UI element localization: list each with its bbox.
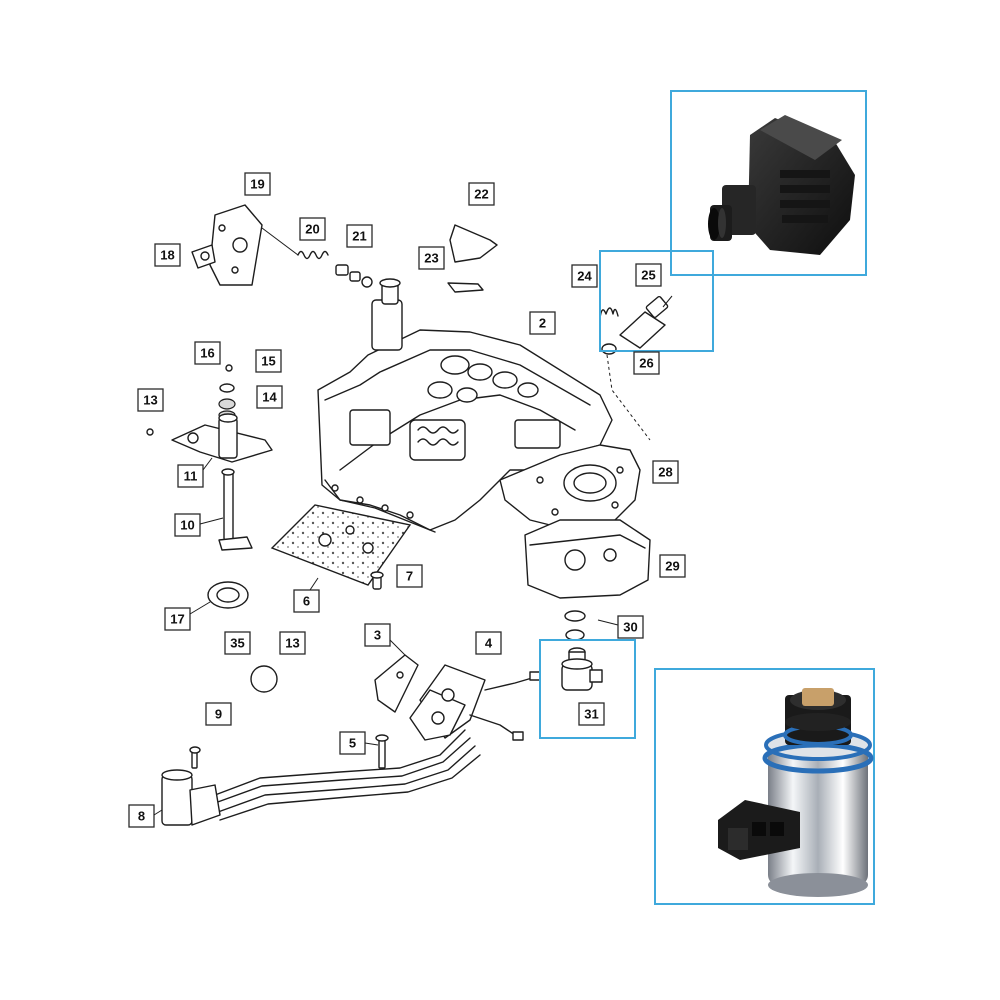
spool-bores [427,355,539,403]
svg-text:14: 14 [262,390,277,405]
callout-18: 18 [154,243,181,267]
svg-text:24: 24 [577,269,592,284]
photo-frame-bottom [654,668,875,905]
solenoid-pack-4 [409,664,541,741]
svg-text:18: 18 [160,248,174,263]
callout-20: 20 [299,217,326,241]
callout-6: 6 [293,589,320,613]
bracket-3 [374,654,419,713]
accumulator-housing [524,519,651,599]
callout-26: 26 [633,351,660,375]
callout-29: 29 [659,554,686,578]
highlight-box-31 [539,639,636,739]
callout-19: 19 [244,172,271,196]
svg-text:26: 26 [639,356,653,371]
bolt-5 [375,734,389,769]
svg-text:29: 29 [665,559,679,574]
callout-16: 16 [194,341,221,365]
separator-plate [270,504,412,586]
svg-text:10: 10 [180,518,194,533]
callout-13-lower: 13 [279,631,306,655]
pressure-sensor-photo [718,688,874,897]
solenoid-25 [619,295,673,349]
svg-text:6: 6 [303,594,310,609]
small-parts-14-16 [218,364,236,420]
manual-lever-11 [171,413,273,463]
svg-text:20: 20 [305,222,319,237]
callout-21: 21 [346,224,373,248]
callout-30: 30 [617,615,644,639]
svg-text:22: 22 [474,187,488,202]
photo-frame-top [670,90,867,276]
rod-22 [449,224,498,263]
svg-text:2: 2 [539,316,546,331]
oring-26 [601,343,617,355]
seal-17 [207,581,249,609]
sensor-harness-8 [161,729,481,826]
callout-28: 28 [652,460,679,484]
spring-20 [297,250,329,260]
callout-11: 11 [177,464,204,488]
screw-7 [370,571,384,590]
rings-30 [564,610,586,641]
solenoid-photo [708,115,855,255]
oring-35 [250,665,278,693]
svg-text:35: 35 [230,636,244,651]
callout-17: 17 [164,607,191,631]
highlight-box-25 [599,250,714,352]
svg-text:16: 16 [200,346,214,361]
callout-2: 2 [529,311,556,335]
svg-text:15: 15 [261,354,275,369]
throttle-bracket [209,204,263,286]
shaft-10 [218,468,253,551]
svg-text:11: 11 [184,469,198,484]
callout-9: 9 [205,702,232,726]
svg-text:25: 25 [641,268,655,283]
svg-text:23: 23 [424,251,438,266]
callout-14: 14 [256,385,283,409]
svg-text:13: 13 [143,393,157,408]
lever-18 [191,244,216,269]
callout-35: 35 [224,631,251,655]
svg-text:9: 9 [215,707,222,722]
svg-text:5: 5 [349,736,356,751]
callout-5: 5 [339,731,366,755]
svg-text:17: 17 [170,612,184,627]
pressure-sensor-31 [561,647,603,691]
svg-text:13: 13 [285,636,299,651]
svg-text:30: 30 [623,620,637,635]
svg-text:3: 3 [374,628,381,643]
screw-9 [189,746,201,769]
callout-8: 8 [128,804,155,828]
valve-body-assembly [317,278,613,533]
callout-13-upper: 13 [137,388,164,412]
callout-3: 3 [364,623,391,647]
ball-13 [146,428,154,436]
callout-15: 15 [255,349,282,373]
callout-31: 31 [578,702,605,726]
valve-21 [335,264,373,288]
clip-23 [447,282,484,293]
callout-10: 10 [174,513,201,537]
callout-22: 22 [468,182,495,206]
svg-text:8: 8 [138,809,145,824]
callout-23: 23 [418,246,445,270]
svg-text:31: 31 [584,707,598,722]
clip-24 [599,307,619,319]
svg-text:28: 28 [658,465,672,480]
callout-7: 7 [396,564,423,588]
svg-text:19: 19 [250,177,264,192]
svg-text:4: 4 [485,636,493,651]
callout-24: 24 [571,264,598,288]
svg-text:21: 21 [352,229,366,244]
callout-4: 4 [475,631,502,655]
transfer-plate [499,444,641,531]
svg-text:7: 7 [406,569,413,584]
callout-25: 25 [635,263,662,287]
